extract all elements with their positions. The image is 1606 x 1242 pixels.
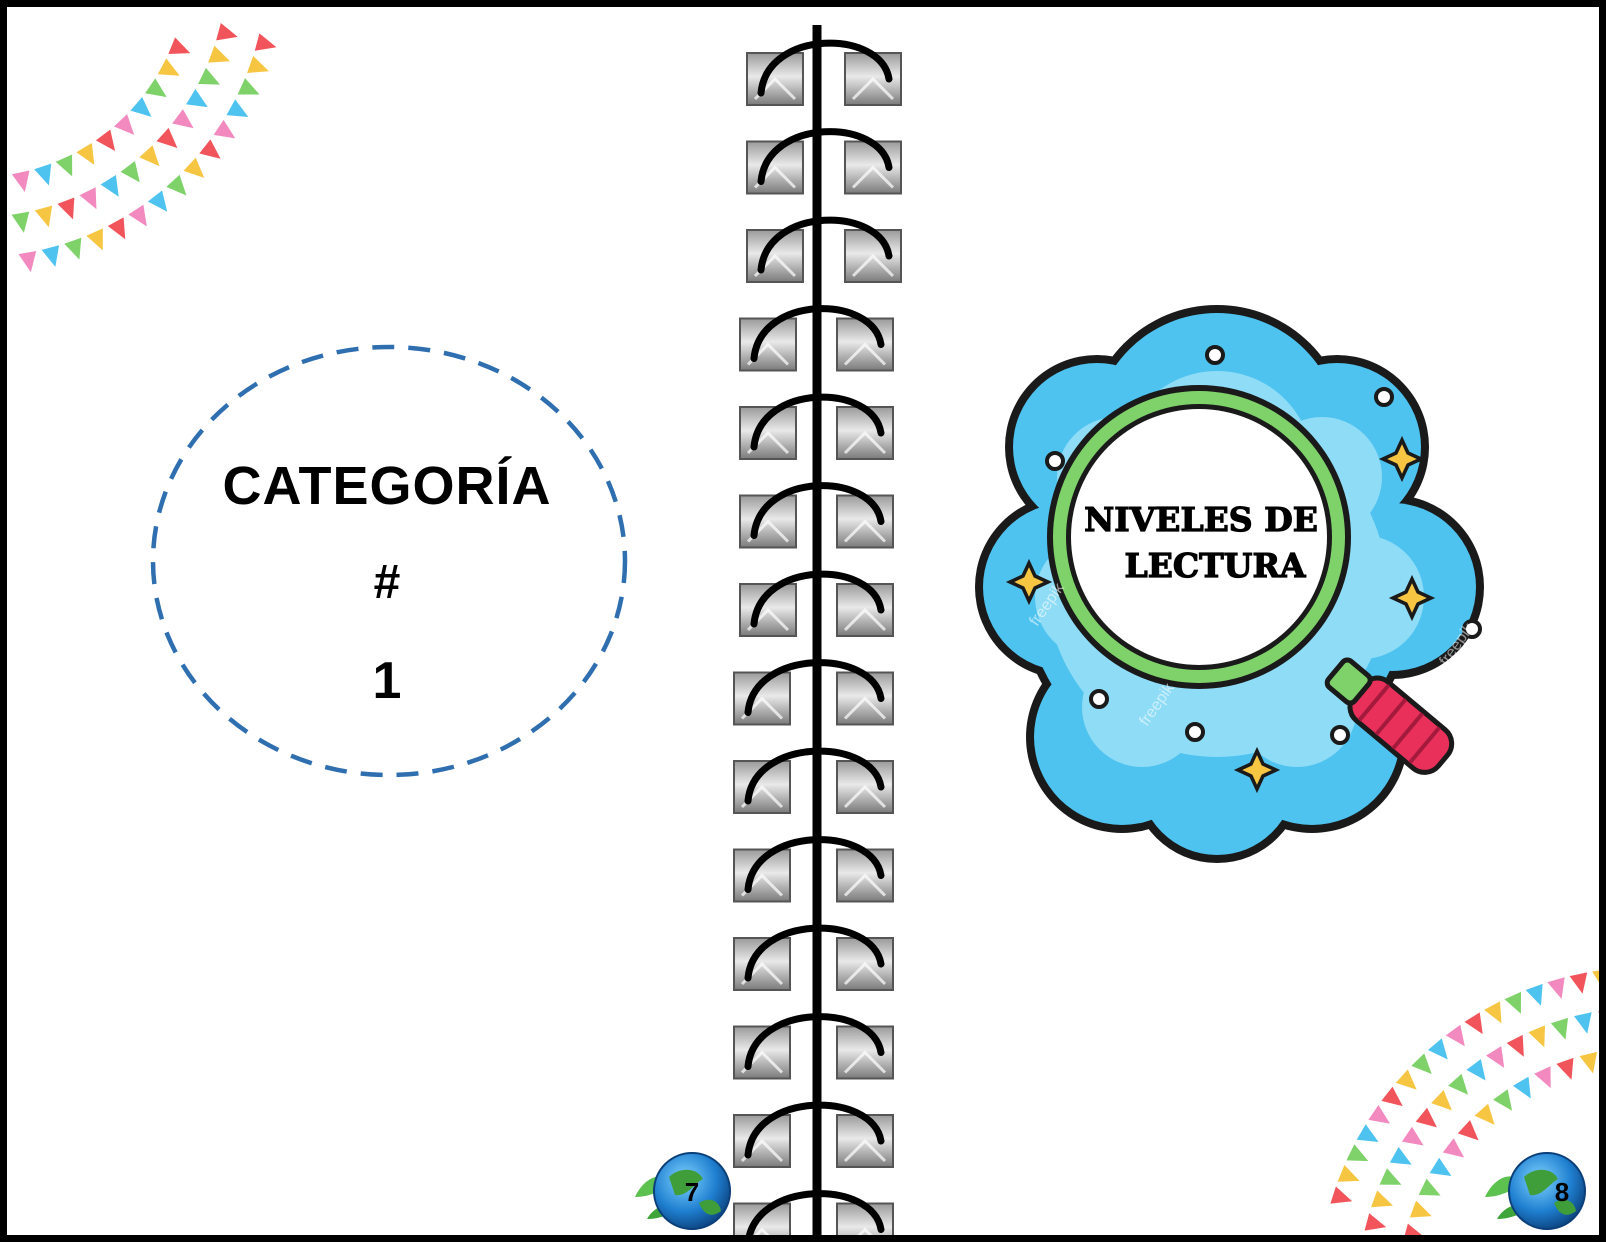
category-dashed-circle	[150, 344, 628, 778]
title-line-1: NIVELES DE	[1084, 500, 1318, 539]
page-number-right: 8	[1554, 1177, 1570, 1207]
category-number: 1	[372, 652, 402, 710]
category-label: CATEGORÍA	[222, 456, 552, 516]
bunting-garland-icon	[1330, 970, 1599, 1235]
category-hash: #	[373, 556, 401, 609]
globe-leaf-icon	[635, 1152, 731, 1230]
spiral-binding-icon	[733, 39, 902, 1235]
globe-leaf-icon	[1485, 1152, 1586, 1230]
page-art: freepik freepik freepik NIVELES DE LECTU…	[11, 23, 1599, 1235]
magnifying-glass-icon: freepik freepik freepik	[975, 305, 1484, 863]
title-line-2: LECTURA	[1125, 546, 1306, 585]
bunting-garland-icon	[11, 23, 277, 273]
page-number-left: 7	[684, 1177, 700, 1207]
